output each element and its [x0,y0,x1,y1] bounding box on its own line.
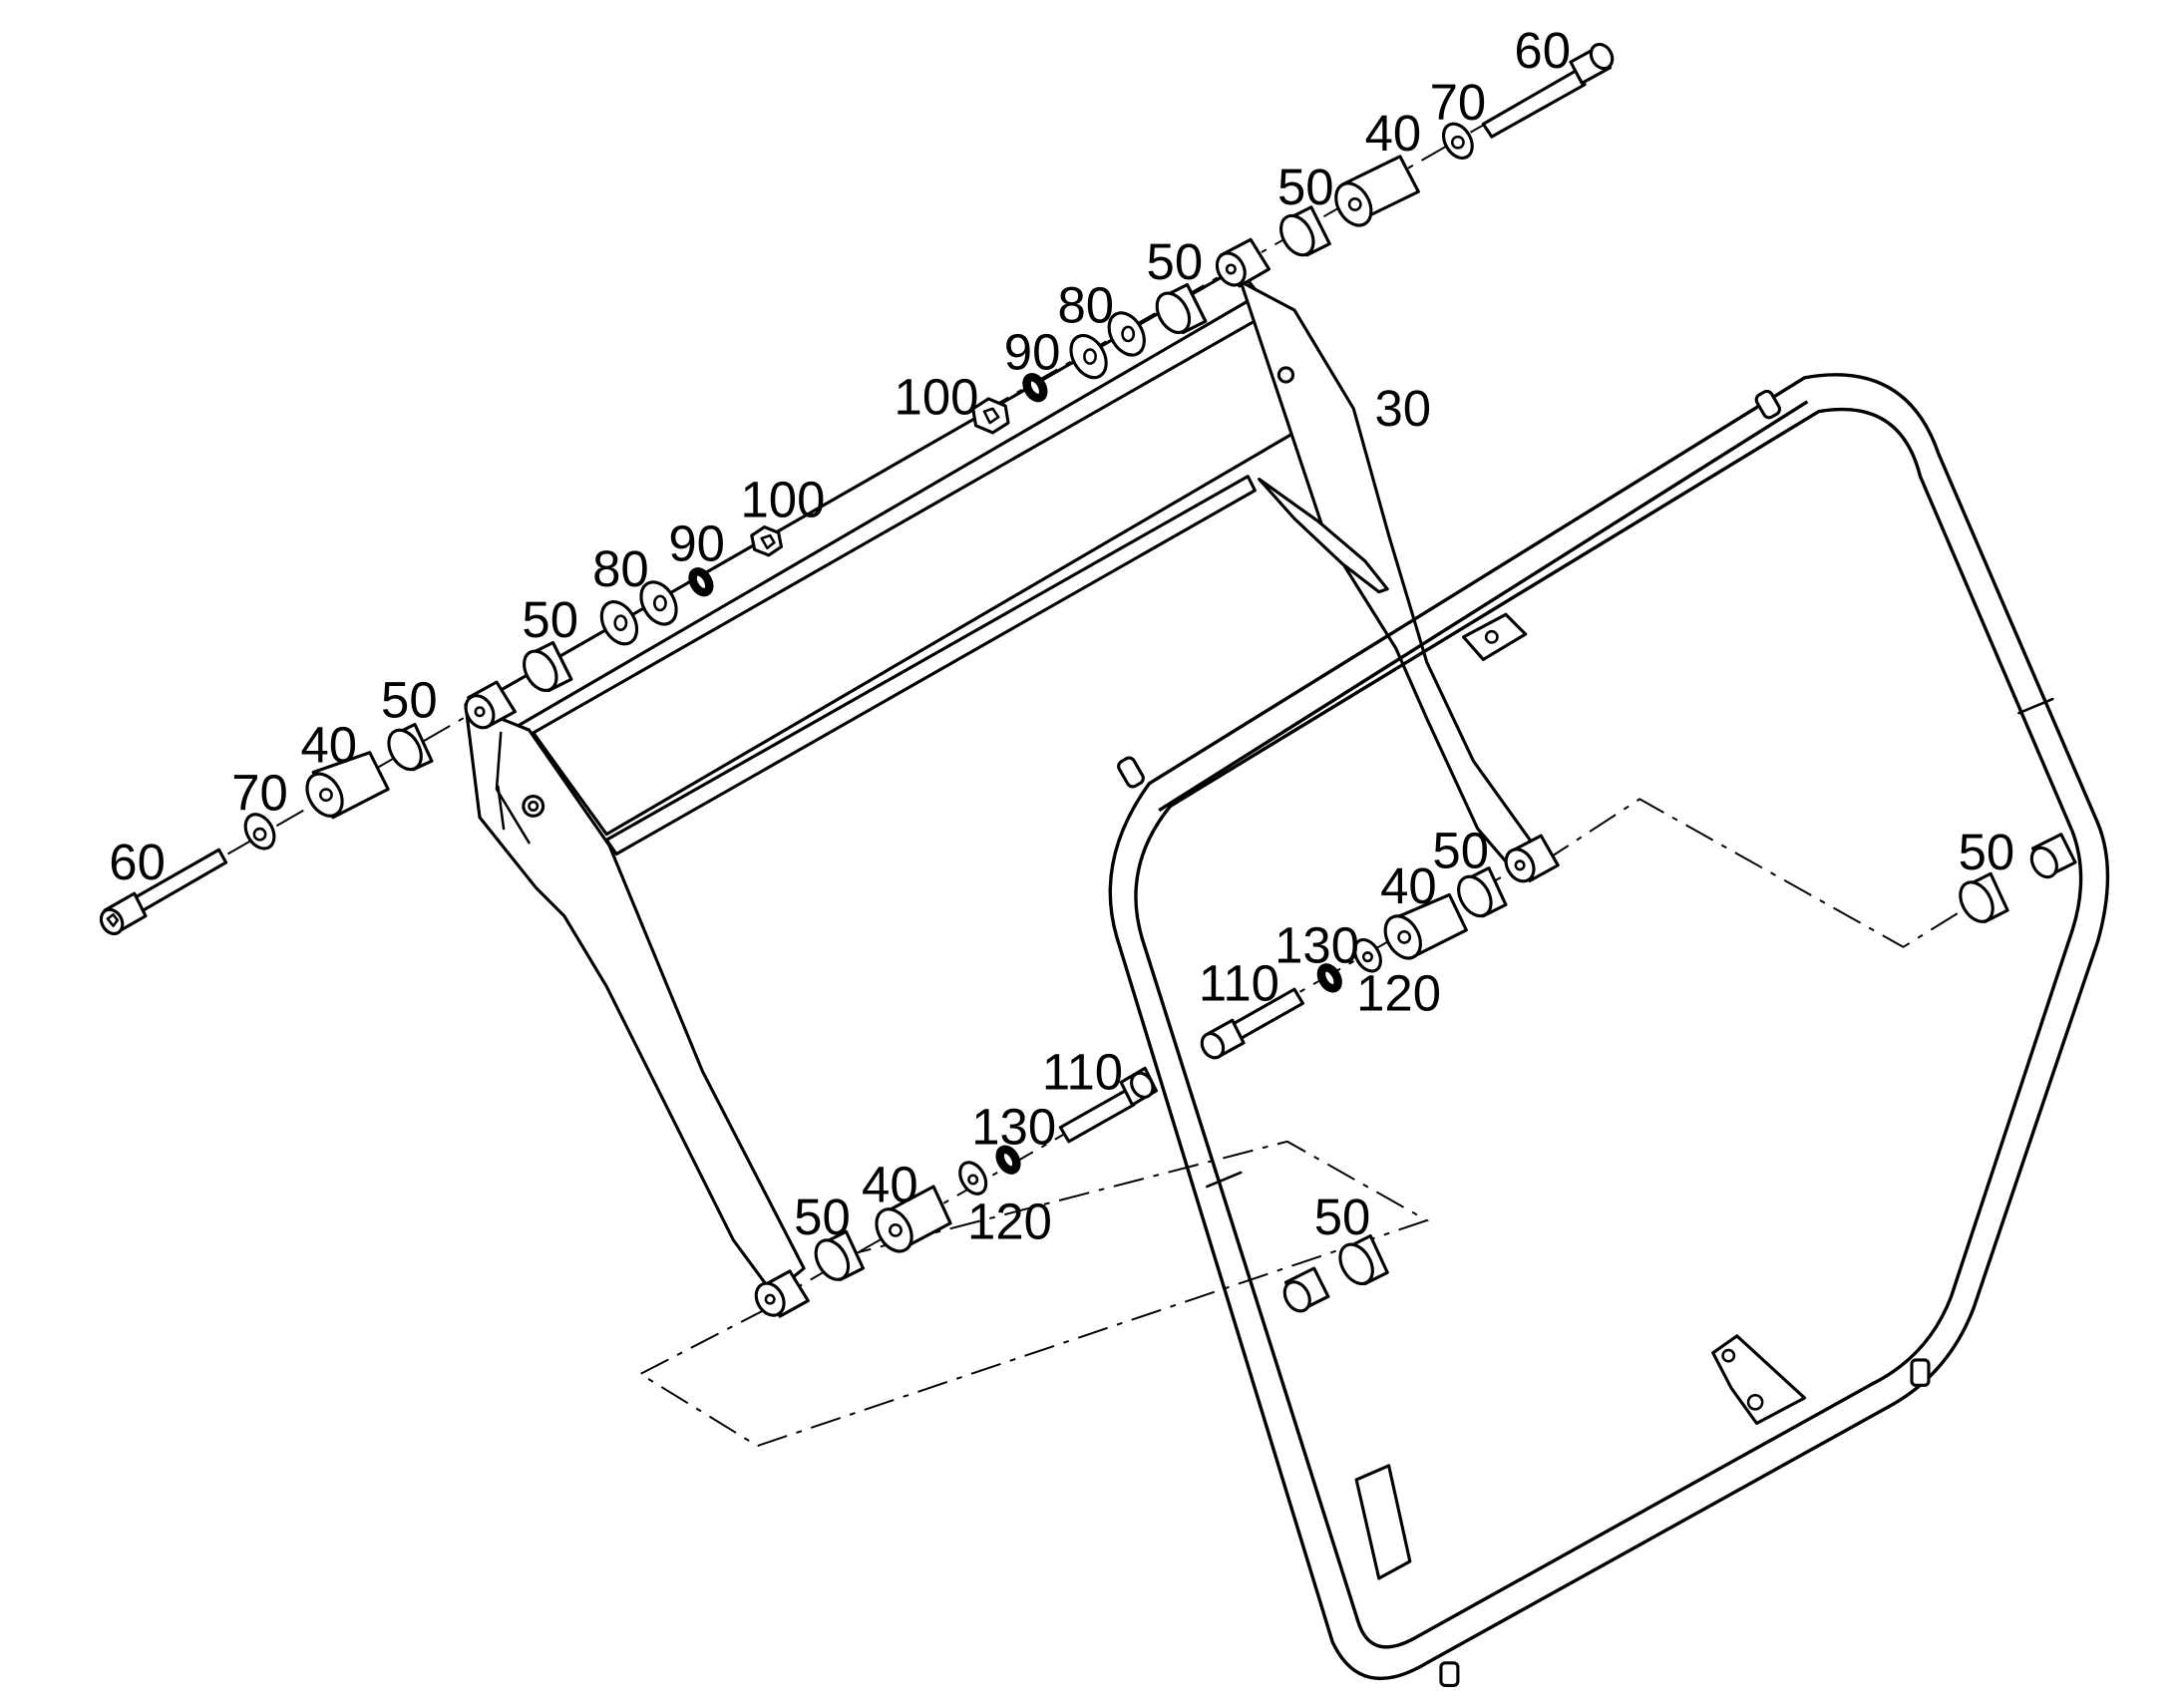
washer-120-lower-left [958,1161,988,1196]
washer-120-lower-right [1352,937,1382,973]
frame-rear-plate [1354,1464,1412,1580]
callout-80-right: 80 [1057,277,1114,334]
frame-plate-hole-2 [1746,1393,1764,1411]
bolt-60-left [99,848,228,935]
callout-40-right: 40 [1365,105,1422,162]
callout-50-right-outer: 50 [1277,159,1334,215]
callout-130-lower-right: 130 [1274,916,1359,973]
frame-mount-left [1282,1266,1330,1313]
hardware-parts [99,42,2009,1286]
callout-80-left: 80 [592,540,649,597]
callout-130-lower-left: 130 [971,1099,1056,1156]
washer-70-left [243,813,276,851]
bracket-boss-top-left [464,680,517,730]
callout-100-left: 100 [740,472,825,528]
callout-30: 30 [1375,380,1432,437]
bushing-40-lower-right [1383,892,1468,960]
tube-frame [1108,373,2110,1687]
ring-90-right [1022,373,1048,403]
nut-100-right [971,397,1010,435]
callout-70-left: 70 [231,765,288,822]
bolt-110-lower-left [1058,1066,1158,1144]
ring-130-lower-right [1316,963,1342,993]
frame-top-cross [1158,400,1809,813]
callout-40-left: 40 [301,717,358,774]
washer-80-left [599,580,678,646]
callout-90-left: 90 [668,515,725,572]
frame-foot-bottom [1439,1661,1460,1687]
ring-130-lower-left [995,1145,1021,1175]
ring-90-left [688,567,714,597]
callout-90-right: 90 [1004,323,1061,380]
callout-labels: 60 70 40 50 50 80 90 100 100 90 80 50 50… [109,22,2014,1250]
callout-110-lower-left: 110 [1042,1044,1123,1101]
callout-50-lower-right: 50 [1432,823,1489,879]
bracket-lower-rod [604,475,1257,856]
callout-120-lower-right: 120 [1356,964,1441,1021]
bracket-left-hole-inner [528,800,540,812]
frame-mount-right [2029,833,2077,879]
bushing-50-left-inner [523,640,573,693]
bracket-left-arm [464,703,806,1296]
bracket-right-hole [1276,366,1295,384]
washer-80-right [1069,311,1146,380]
callout-50-right-inner: 50 [1147,233,1204,290]
bushing-50-frame-left [1338,1233,1389,1286]
bushing-40-lower-left [875,1185,952,1253]
frame-tab-upper [1461,612,1528,662]
bracket-right-gusset [1258,477,1389,594]
callout-60-left: 60 [109,834,166,890]
frame-tab-upper-hole [1484,629,1499,644]
callout-60-right: 60 [1514,22,1571,79]
callout-110-lower-right: 110 [1199,954,1279,1011]
frame-pin-top [1754,389,1782,420]
bushing-40-left [305,751,390,820]
bushing-40-right [1334,155,1420,227]
frame-seam-right [2017,697,2054,715]
frame-foot-right [1910,1358,1931,1387]
bushing-50-frame-right [1959,871,2009,923]
callout-120-lower-left: 120 [967,1193,1052,1249]
bolt-110-lower-right [1200,987,1304,1060]
bushing-50-right-outer [1279,205,1331,257]
frame-plate-tab [1711,1334,1807,1426]
frame-seam-left [1206,1171,1243,1189]
frame-pin-left [1117,756,1145,789]
bracket-boss-top-right [1215,237,1272,288]
axis-offset-right [1542,798,1987,948]
frame-plate-hole-1 [1721,1348,1736,1363]
bracket-boss-bottom-right [1504,834,1560,883]
bracket-left-arm-edge [495,731,531,845]
nut-100-left [750,525,784,557]
frame-outer-tube [1108,373,2110,1681]
callout-40-lower-left: 40 [862,1157,918,1213]
washer-70-right [1441,122,1474,161]
bracket-left-hole [522,794,545,818]
callout-50-left-inner: 50 [522,591,578,648]
bolt-60-right [1481,42,1615,139]
bushing-50-left-outer [387,722,434,772]
bushing-50-lower-right [1457,866,1508,918]
callout-40-lower-right: 40 [1380,857,1437,914]
frame-inner-tube [1134,407,2083,1649]
bracket-left-slot [497,785,506,831]
bushing-50-lower-left [814,1229,866,1281]
callout-70-right: 70 [1430,74,1487,131]
bushing-50-right-inner [1155,282,1208,335]
callout-50-frame-right: 50 [1959,824,2015,880]
callout-50-frame-left: 50 [1314,1189,1371,1245]
callout-50-lower-left: 50 [794,1189,851,1245]
callout-100-right: 100 [895,369,979,426]
bracket-boss-bottom-left [754,1269,810,1318]
callout-50-left-outer: 50 [381,671,438,728]
